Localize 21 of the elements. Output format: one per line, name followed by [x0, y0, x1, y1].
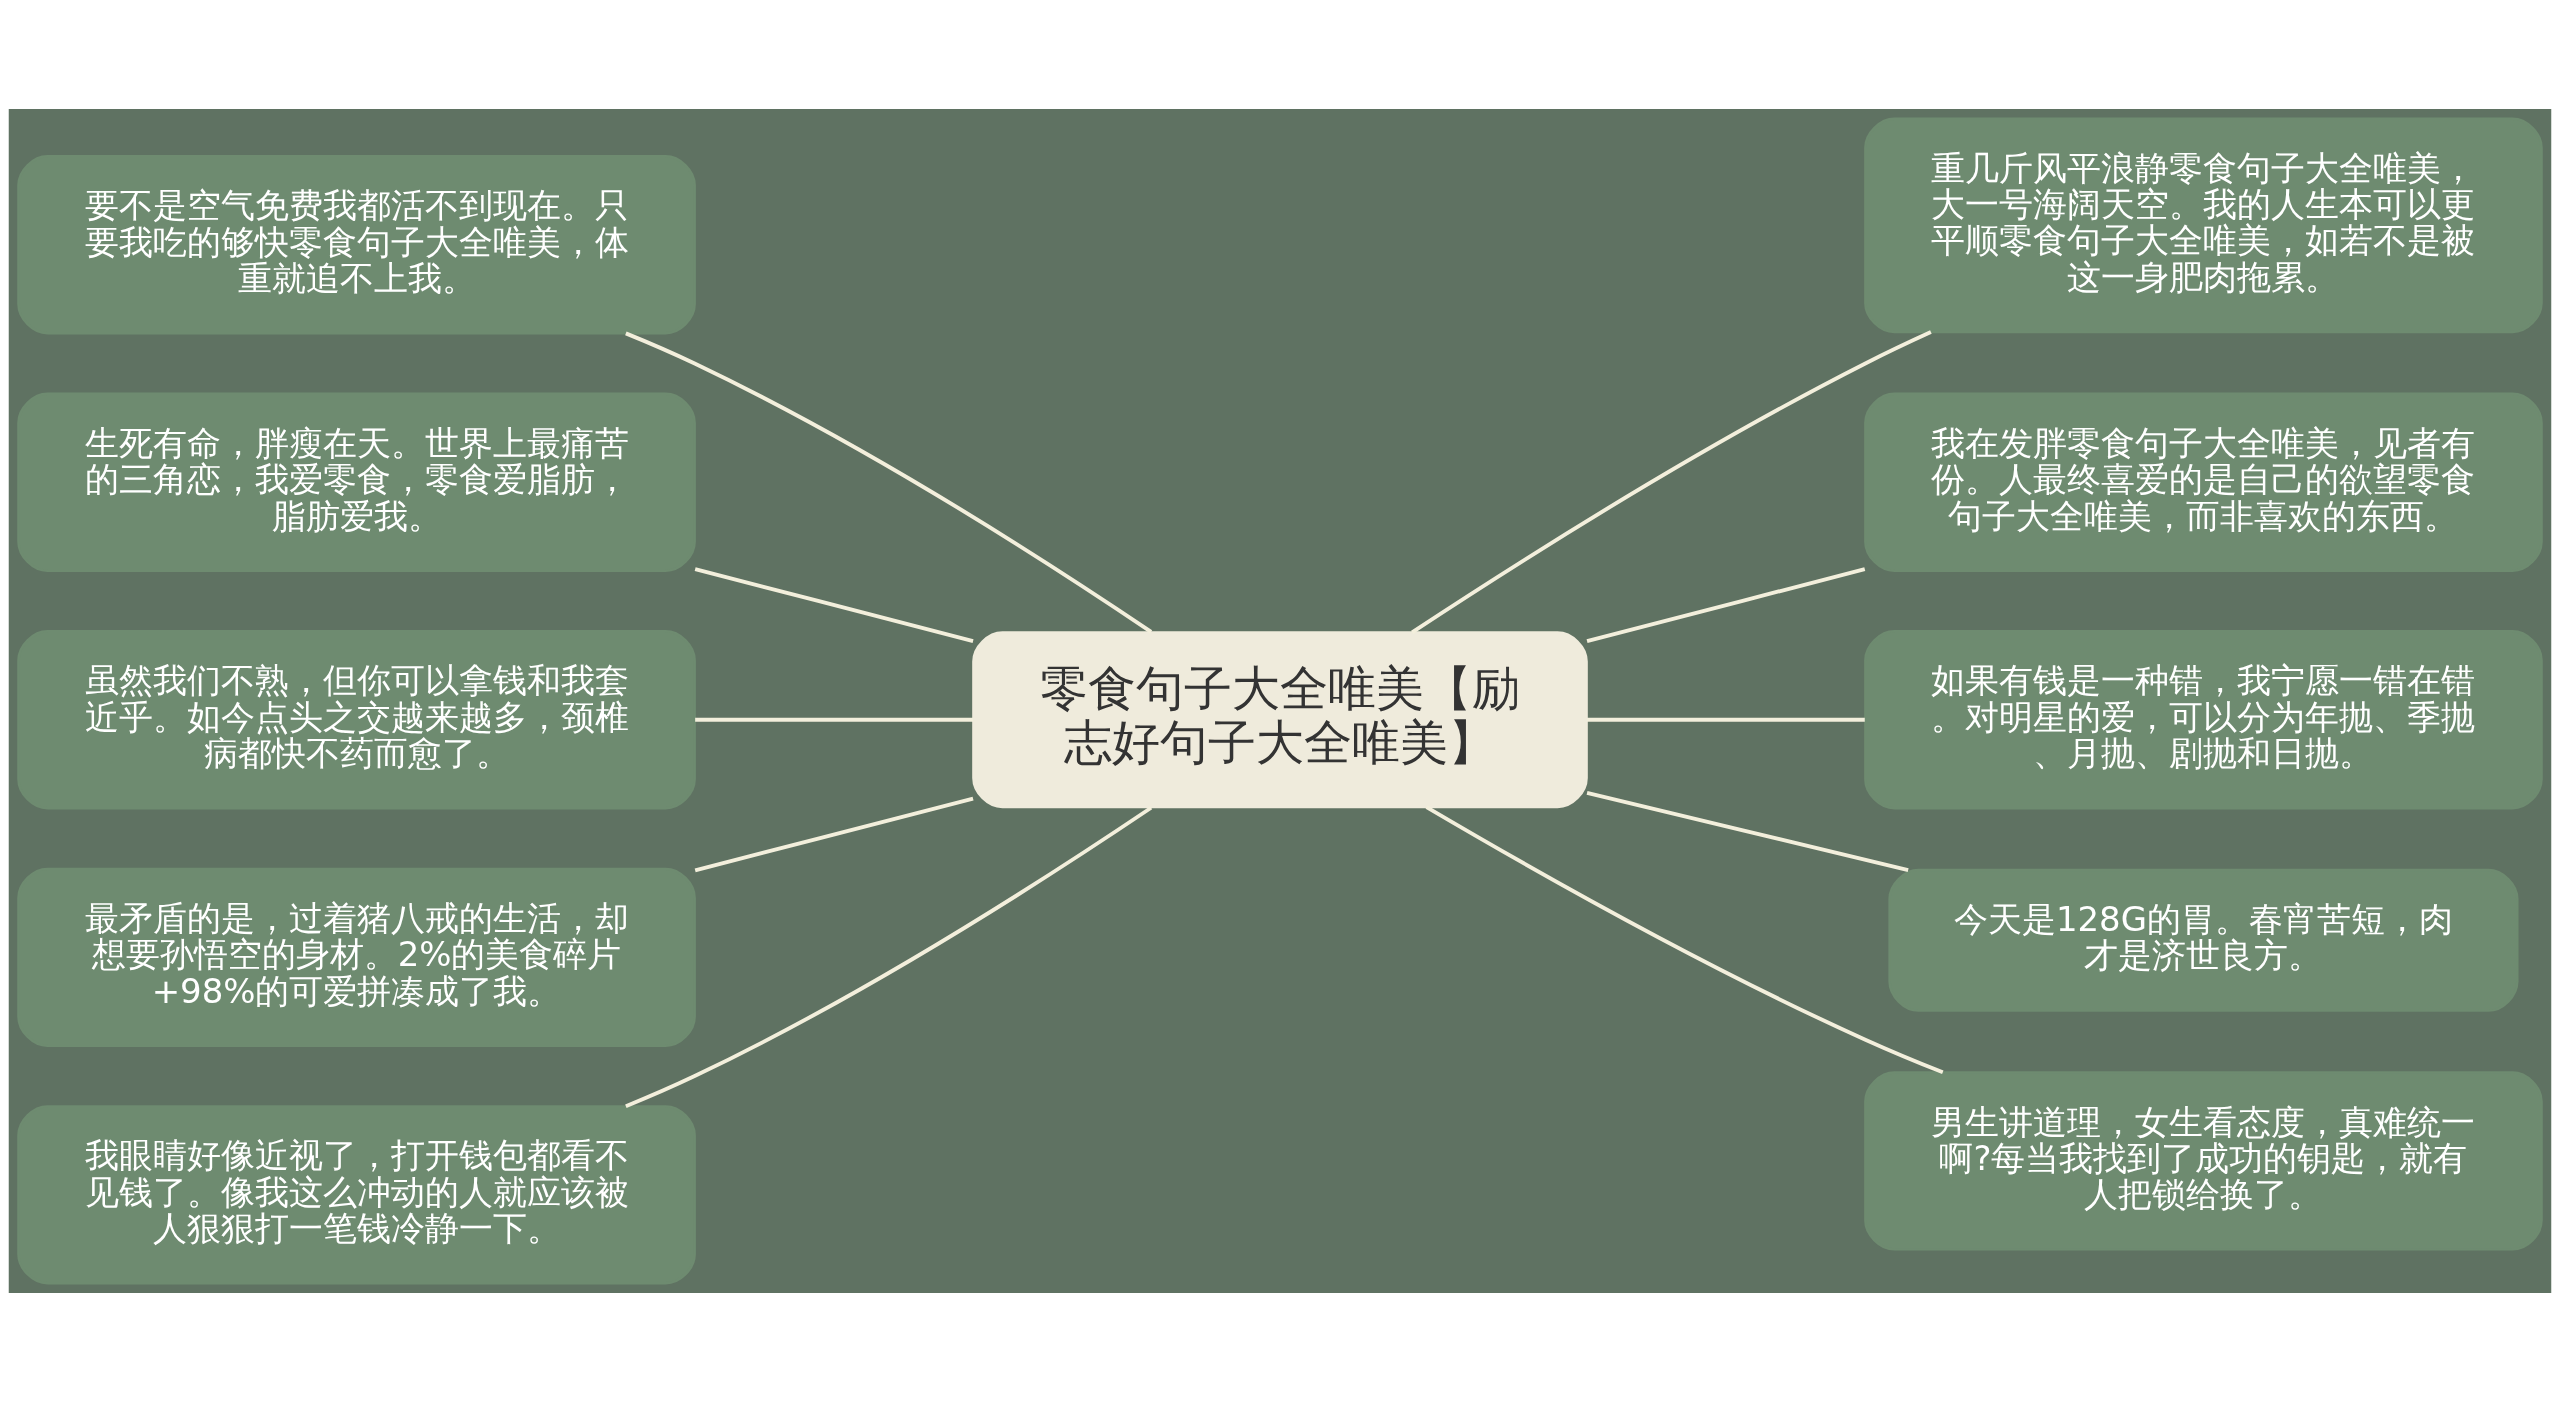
node-box: 男生讲道理，女生看态度，真难统一啊?每当我找到了成功的钥匙，就有人把锁给换了。: [1864, 1071, 2543, 1251]
node-box: 重几斤风平浪静零食句子大全唯美，大一号海阔天空。我的人生本可以更平顺零食句子大全唯美，如若不是被这一身肥肉拖累。: [1864, 117, 2543, 334]
node-box: 虽然我们不熟，但你可以拿钱和我套近乎。如今点头之交越来越多，颈椎病都快不药而愈了。: [17, 630, 696, 810]
node-box: 今天是128G的胃。春宵苦短，肉才是济世良方。: [1888, 868, 2519, 1012]
connector: [694, 567, 974, 643]
connector: [1586, 791, 1909, 872]
connector: [694, 796, 974, 873]
connector: [1411, 330, 1932, 634]
connector: [1425, 805, 1944, 1075]
connector: [625, 331, 1153, 634]
node-box: 最矛盾的是，过着猪八戒的生活，却想要孙悟空的身材。2%的美食碎片+98%的可爱拼凑成了我。: [17, 867, 696, 1047]
node-box: 零食句子大全唯美【励志好句子大全唯美】: [972, 631, 1588, 809]
connector: [1587, 717, 1865, 722]
connector: [695, 717, 974, 722]
node-box: 我眼睛好像近视了，打开钱包都看不见钱了。像我这么冲动的人就应该被人狠狠打一笔钱冷静一下。: [17, 1105, 696, 1285]
node-box: 如果有钱是一种错，我宁愿一错在错。对明星的爱，可以分为年抛、季抛、月抛、剧抛和日抛。: [1864, 630, 2543, 810]
node-box: 生死有命，胖瘦在天。世界上最痛苦的三角恋，我爱零食，零食爱脂肪，脂肪爱我。: [17, 392, 696, 572]
connector: [1586, 567, 1866, 643]
connector: [625, 806, 1153, 1108]
node-box: 我在发胖零食句子大全唯美，见者有份。人最终喜爱的是自己的欲望零食句子大全唯美，而非喜欢的东西。: [1864, 392, 2543, 572]
node-box: 要不是空气免费我都活不到现在。只要我吃的够快零食句子大全唯美，体重就追不上我。: [17, 155, 696, 335]
